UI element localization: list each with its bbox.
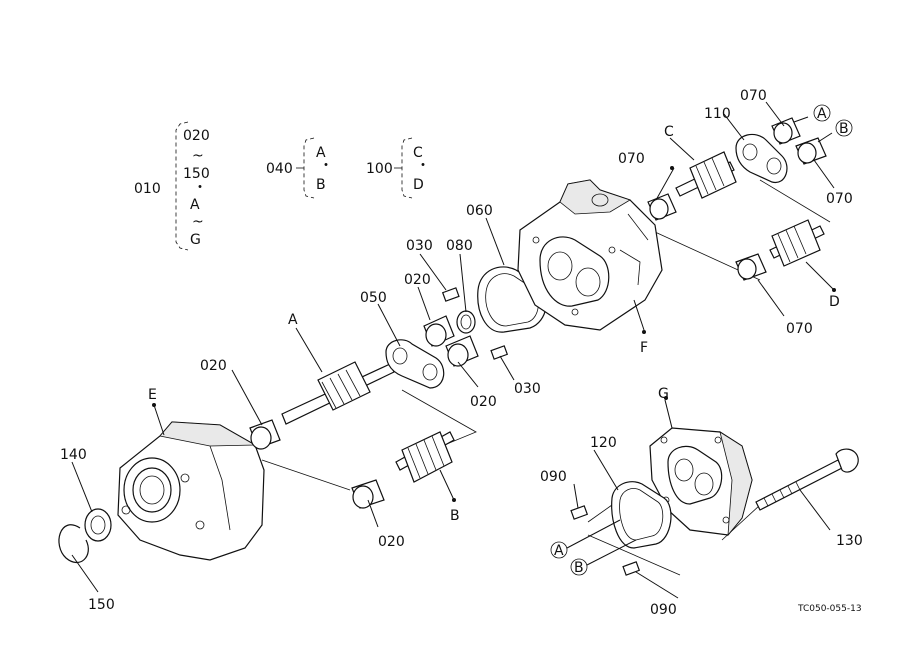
group-040: 040 A ・ B [266,137,333,199]
circlip-150 [58,524,89,564]
svg-text:B: B [839,121,849,137]
label-140: 140 [60,447,87,463]
label-090: 090 [540,469,567,485]
circled-ref-B: B [835,119,853,137]
dowel-pin-090 [622,561,641,576]
svg-text:A: A [817,106,827,122]
label-070: 070 [618,151,645,167]
label-G: G [658,386,669,402]
oil-seal-140 [84,508,112,542]
label-080: 080 [446,238,473,254]
bushing-070 [771,117,801,145]
circled-ref-A: A [813,104,831,122]
bushing-020 [351,479,385,509]
label-070: 070 [786,321,813,337]
gear-C [675,151,737,199]
label-F: F [640,340,648,356]
group-010-item: ・ [193,180,207,196]
side-plate-050 [385,339,445,389]
bolt-130 [755,448,859,511]
gear-D [769,219,825,267]
label-050: 050 [360,290,387,306]
label-110: 110 [704,106,731,122]
group-010-item: 020 [183,128,210,144]
label-130: 130 [836,533,863,549]
dowel-pin-030 [490,345,509,360]
group-040-item: A [316,145,326,161]
bushing-070 [647,193,677,221]
circled-ref-B: B [570,558,588,576]
group-010-item: 150 [183,166,210,182]
needle-bearing-080 [456,310,476,334]
svg-text:A: A [554,543,564,559]
label-120: 120 [590,435,617,451]
group-010-item: G [190,232,201,248]
leader-lines [71,101,835,599]
group-100: 100 C ・ D [366,137,430,199]
bushing-020 [249,419,281,450]
side-plate-110 [735,133,788,184]
label-070: 070 [826,191,853,207]
label-070: 070 [740,88,767,104]
group-100-item: D [413,177,424,193]
group-010-item: A [190,197,200,213]
bushing-070 [795,137,827,165]
driven-gear-B [395,431,455,483]
label-060: 060 [466,203,493,219]
label-020: 020 [470,394,497,410]
circled-ref-A: A [550,541,568,559]
bushing-020 [445,335,479,367]
group-100-item: C [413,145,423,161]
label-150: 150 [88,597,115,613]
label-A: A [288,312,298,328]
group-010-item: ~ [192,148,204,164]
group-100-item: ・ [416,158,430,174]
label-D: D [829,294,840,310]
bushing-070 [735,253,767,281]
label-020: 020 [404,272,431,288]
reference-dots [152,166,836,502]
group-010: 010 020 ~ 150 ・ A ~ G [134,121,210,251]
label-020: 020 [200,358,227,374]
group-040-item: ・ [319,158,333,174]
svg-text:B: B [574,560,584,576]
pump-body-F [517,179,663,331]
group-040-id: 040 [266,161,293,177]
rear-cover-G [649,427,753,537]
front-cover-E [117,421,265,561]
label-B: B [450,508,460,524]
label-030: 030 [514,381,541,397]
drive-gear-A [281,361,395,425]
group-010-id: 010 [134,181,161,197]
label-090: 090 [650,602,677,618]
group-040-item: B [316,177,326,193]
label-020: 020 [378,534,405,550]
gasket-120 [611,481,672,549]
bushing-020 [423,315,455,347]
group-100-id: 100 [366,161,393,177]
dowel-pin-030 [441,287,460,302]
drawing-code: TC050-055-13 [797,604,862,614]
part-labels: 020 A E 140 150 020 B 050 020 020 030 08… [60,88,863,618]
dowel-pin-090 [570,505,589,520]
label-030: 030 [406,238,433,254]
label-E: E [148,387,157,403]
group-010-item: ~ [192,214,204,230]
label-C: C [664,124,674,140]
